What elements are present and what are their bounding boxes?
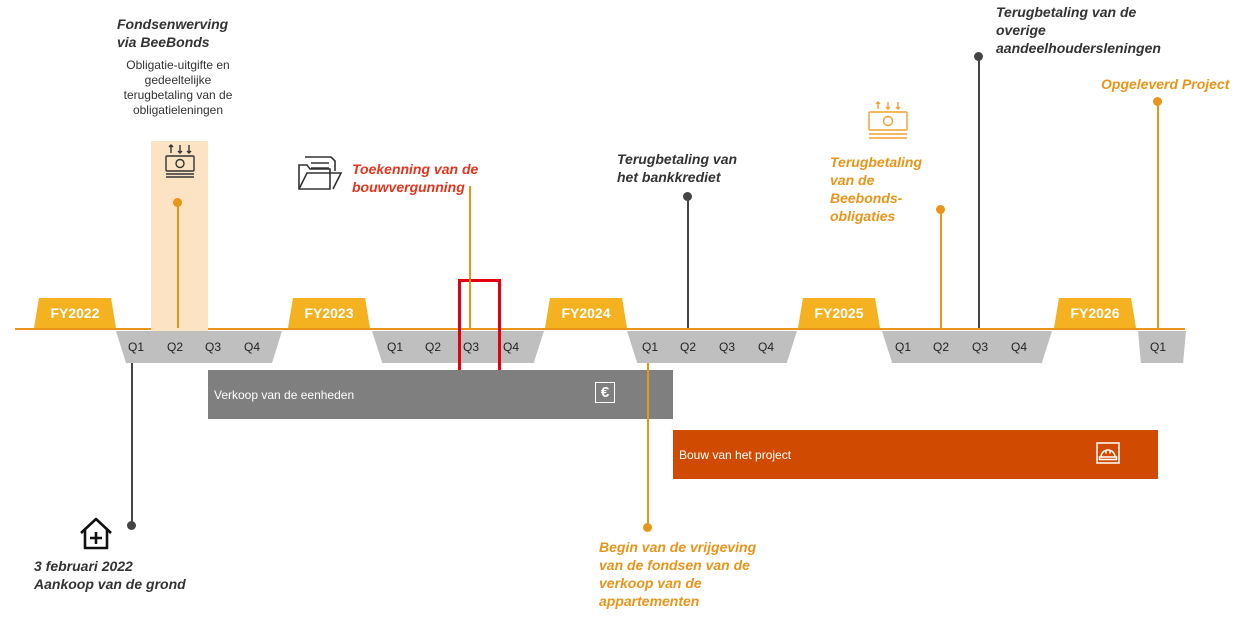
quarter-label: Q1	[1149, 340, 1166, 354]
permit-label-line: Toekenning van de	[352, 161, 479, 177]
money-icon	[164, 143, 196, 186]
quarter-label: Q4	[1010, 340, 1027, 354]
sales-bar: Verkoop van de eenheden €	[208, 370, 673, 419]
quarter-label: Q2	[424, 340, 441, 354]
quarter-bar-fy2022	[116, 331, 282, 363]
quarter-label: Q1	[641, 340, 658, 354]
desc-line: obligatieleningen	[132, 103, 224, 117]
quarter-label: Q4	[502, 340, 519, 354]
beebonds-repayment-label: Terugbetaling van de Beebonds- obligatie…	[830, 153, 922, 225]
delivered-dot	[1153, 97, 1162, 106]
release-funds-line: Begin van de vrijgeving	[599, 539, 757, 555]
house-icon	[78, 516, 114, 555]
construction-bar-label: Bouw van het project	[679, 447, 792, 462]
quarter-label: Q3	[204, 340, 221, 354]
permit-label-line: bouwvergunning	[352, 179, 465, 195]
year-tab-fy2022: FY2022	[34, 298, 116, 328]
land-purchase-dot	[127, 521, 136, 530]
bank-credit-dot	[683, 192, 692, 201]
folder-icon	[297, 151, 343, 198]
quarter-bar-fy2025	[882, 331, 1052, 363]
beebonds-dot	[936, 205, 945, 214]
delivered-connector	[1157, 103, 1159, 328]
shareholder-loans-label: Terugbetaling van de overige aandeelhoud…	[996, 3, 1161, 57]
fundraising-title-line: Fondsenwerving	[117, 16, 229, 32]
permit-label: Toekenning van de bouwvergunning	[352, 160, 478, 196]
quarter-label: Q2	[932, 340, 949, 354]
release-funds-connector	[647, 363, 649, 527]
bank-credit-connector	[687, 198, 689, 328]
shareholder-dot	[974, 52, 983, 61]
quarter-bar-fy2024	[627, 331, 797, 363]
euro-icon: €	[595, 382, 615, 403]
quarter-label: Q1	[386, 340, 403, 354]
fundraising-title: Fondsenwerving via BeeBonds	[117, 15, 228, 51]
bank-credit-label: Terugbetaling van het bankkrediet	[617, 150, 737, 186]
desc-line: terugbetaling van de	[123, 88, 233, 102]
beebonds-connector	[940, 211, 942, 328]
shareholder-line: aandeelhoudersleningen	[996, 40, 1161, 56]
quarter-label: Q3	[971, 340, 988, 354]
beebonds-line: obligaties	[830, 208, 896, 224]
fundraising-connector	[177, 204, 179, 328]
year-tab-fy2023: FY2023	[288, 298, 370, 328]
year-tab-fy2025: FY2025	[798, 298, 880, 328]
quarter-label: Q3	[462, 340, 479, 354]
fundraising-highlight	[151, 141, 208, 331]
money-icon	[866, 100, 910, 147]
shareholder-connector	[978, 58, 980, 328]
shareholder-line: overige	[996, 22, 1046, 38]
desc-line: gedeeltelijke	[144, 73, 212, 87]
land-purchase-line: Aankoop van de grond	[34, 576, 186, 592]
release-funds-label: Begin van de vrijgeving van de fondsen v…	[599, 538, 756, 610]
release-funds-line: appartementen	[599, 593, 700, 609]
construction-bar: Bouw van het project	[673, 430, 1158, 479]
quarter-label: Q1	[894, 340, 911, 354]
bank-credit-line: Terugbetaling van	[617, 151, 738, 167]
quarter-label: Q2	[166, 340, 183, 354]
bank-credit-line: het bankkrediet	[617, 169, 721, 185]
beebonds-line: Terugbetaling	[830, 154, 923, 170]
fundraising-description: Obligatie-uitgifte en gedeeltelijke teru…	[118, 58, 238, 118]
fundraising-dot	[173, 198, 182, 207]
quarter-label: Q4	[243, 340, 260, 354]
year-tab-fy2026: FY2026	[1054, 298, 1136, 328]
helmet-icon	[1096, 442, 1120, 467]
quarter-label: Q2	[679, 340, 696, 354]
desc-line: Obligatie-uitgifte en	[126, 58, 230, 72]
quarter-label: Q1	[127, 340, 144, 354]
beebonds-line: Beebonds-	[830, 190, 903, 206]
release-funds-line: van de fondsen van de	[599, 557, 750, 573]
shareholder-line: Terugbetaling van de	[996, 4, 1137, 20]
release-funds-line: verkoop van de	[599, 575, 702, 591]
quarter-label: Q4	[757, 340, 774, 354]
beebonds-line: van de	[830, 172, 875, 188]
land-purchase-label: 3 februari 2022 Aankoop van de grond	[34, 557, 186, 593]
quarter-bar-fy2026	[1138, 331, 1186, 363]
quarter-label: Q3	[718, 340, 735, 354]
sales-bar-label: Verkoop van de eenheden	[214, 387, 355, 402]
release-funds-dot	[643, 523, 652, 532]
land-purchase-line: 3 februari 2022	[34, 558, 133, 574]
delivered-label: Opgeleverd Project	[1101, 76, 1230, 92]
permit-connector	[469, 186, 471, 328]
year-tab-fy2024: FY2024	[545, 298, 627, 328]
fundraising-title-line: via BeeBonds	[117, 34, 210, 50]
timeline-axis	[15, 328, 1185, 330]
land-purchase-connector	[131, 363, 133, 525]
